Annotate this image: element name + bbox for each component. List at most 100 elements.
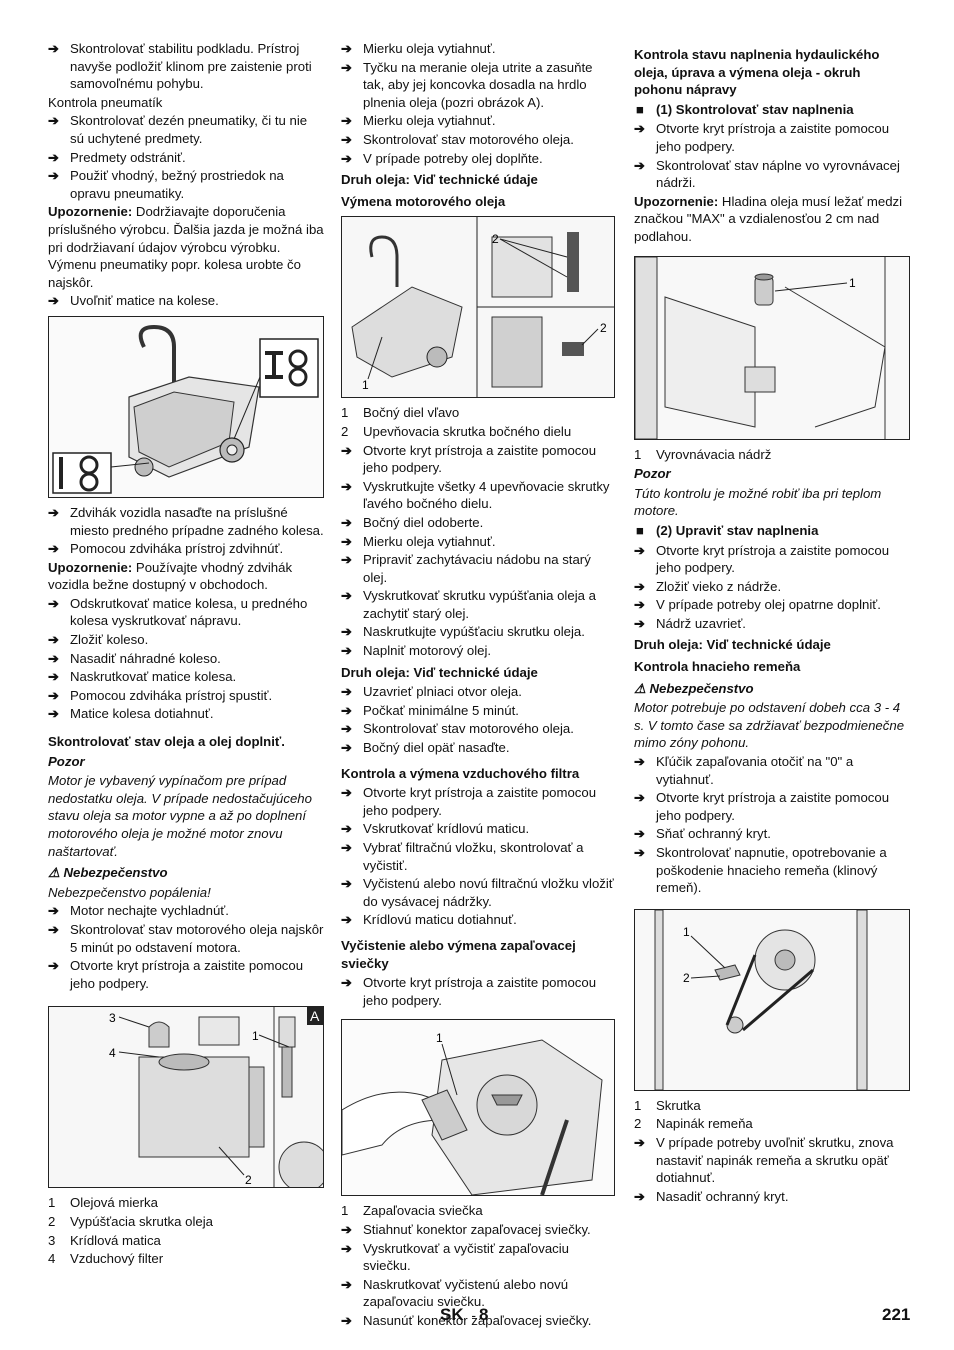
step: ➔Mierku oleja vytiahnuť. bbox=[341, 533, 496, 549]
step: ➔V prípade potreby uvoľniť skrutku, znov… bbox=[634, 1134, 894, 1186]
step: ➔Krídlovú maticu dotiahnuť. bbox=[341, 912, 517, 928]
square-bullet-icon: ■ bbox=[636, 522, 644, 538]
step: ➔Predmety odstrániť. bbox=[48, 149, 186, 165]
section-page-number: 8 bbox=[479, 1305, 489, 1324]
step: ➔Tyčku na meranie oleja utrite a zasuňte… bbox=[341, 59, 593, 110]
column-2: ➔Mierku oleja vytiahnuť. ➔Tyčku na meran… bbox=[341, 40, 615, 1331]
figure-label: 1 bbox=[252, 1029, 259, 1043]
step: ➔Uzavrieť plniaci otvor oleja. bbox=[341, 684, 522, 700]
step: ➔Otvorte kryt prístroja a zaistite pomoc… bbox=[341, 442, 597, 476]
caution-label: Pozor bbox=[634, 466, 671, 482]
step: ➔Odskrutkovať matice kolesa, u predného … bbox=[48, 595, 308, 629]
step: ➔Skontrolovať stabilitu podkladu. Prístr… bbox=[48, 41, 312, 92]
page-number: 221 bbox=[882, 1305, 911, 1324]
step: ➔Skontrolovať napnutie, opotrebovanie a … bbox=[634, 845, 887, 896]
figure-label: 2 bbox=[683, 971, 690, 985]
step: ➔Použiť vhodný, bežný prostriedok na opr… bbox=[48, 168, 284, 201]
figure-label: 3 bbox=[109, 1011, 116, 1025]
step: ➔Matice kolesa dotiahnuť. bbox=[48, 706, 214, 722]
step: ➔Vyskrutkovať skrutku vypúšťania oleja a… bbox=[341, 588, 596, 621]
danger-label: ⚠ Nebezpečenstvo bbox=[48, 865, 168, 881]
subheading: ■(1) Skontrolovať stav naplnenia bbox=[636, 101, 854, 117]
paragraph: Kontrola pneumatík bbox=[48, 94, 163, 110]
step: ➔Vyskrutkujte všetky 4 upevňovacie skrut… bbox=[341, 478, 610, 512]
step: ➔Mierku oleja vytiahnuť. bbox=[341, 41, 496, 56]
step: ➔Kľúčik zapaľovania otočiť na "0" a vyti… bbox=[634, 754, 854, 787]
figure-label: 4 bbox=[109, 1046, 116, 1060]
step: ➔Mierku oleja vytiahnuť. bbox=[341, 113, 496, 129]
step: ➔Otvorte kryt prístroja a zaistite pomoc… bbox=[634, 542, 890, 576]
figure-label: 1 bbox=[362, 378, 369, 392]
caution-text: Túto kontrolu je možné robiť iba pri tep… bbox=[634, 485, 882, 519]
step: ➔Sňať ochranný kryt. bbox=[634, 826, 771, 842]
danger-label: ⚠ Nebezpečenstvo bbox=[634, 680, 754, 696]
note: Upozornenie: Hladina oleja musí ležať me… bbox=[634, 193, 903, 244]
figure-label: 2 bbox=[600, 321, 607, 335]
step: ➔V prípade potreby olej doplňte. bbox=[341, 150, 543, 166]
step: ➔Zložiť vieko z nádrže. bbox=[634, 578, 782, 594]
step: ➔Bočný diel opäť nasaďte. bbox=[341, 740, 510, 756]
step: ➔Otvorte kryt prístroja a zaistite pomoc… bbox=[634, 121, 890, 154]
step: ➔Motor nechajte vychladnúť. bbox=[48, 903, 229, 919]
step: ➔Otvorte kryt prístroja a zaistite pomoc… bbox=[341, 785, 597, 818]
step: ➔Naskrutkovať matice kolesa. bbox=[48, 669, 237, 685]
step: ➔Stiahnuť konektor zapaľovacej sviečky. bbox=[341, 1221, 591, 1237]
step: ➔Pripraviť zachytávaciu nádobu na starý … bbox=[341, 552, 591, 585]
subheading: ■(2) Upraviť stav naplnenia bbox=[636, 522, 819, 538]
warning-triangle-icon: ⚠ bbox=[634, 680, 646, 696]
section-heading: Výmena motorového oleja bbox=[341, 193, 506, 209]
figure-engine-oil: A 3 4 1 2 bbox=[48, 1006, 324, 1189]
step: ➔Nasadiť náhradné koleso. bbox=[48, 650, 221, 666]
step: ➔Vybrať filtračnú vložku, skontrolovať a… bbox=[341, 840, 584, 873]
step: ➔Nasunúť konektor zapaľovacej sviečky. bbox=[341, 1312, 592, 1328]
column-3: Kontrola stavu naplnenia hydaulického ol… bbox=[634, 40, 910, 1206]
caution-label: Pozor bbox=[48, 753, 85, 769]
warning-triangle-icon: ⚠ bbox=[48, 865, 60, 881]
section-heading: Kontrola hnacieho remeňa bbox=[634, 659, 801, 675]
section-heading: Skontrolovať stav oleja a olej doplniť. bbox=[48, 734, 285, 750]
note: Upozornenie: Dodržiavajte doporučenia pr… bbox=[48, 204, 324, 290]
note: Upozornenie: Používajte vhodný zdvihák v… bbox=[48, 559, 293, 593]
footer-section: SK -8 bbox=[440, 1306, 489, 1325]
figure-drive-belt: 1 2 bbox=[634, 908, 910, 1091]
step: ➔Vskrutkovať krídlovú maticu. bbox=[341, 821, 530, 837]
figure-wheel-jack bbox=[48, 315, 324, 498]
section-heading: Kontrola a výmena vzduchového filtra bbox=[341, 765, 580, 781]
step: ➔Skontrolovať stav motorového oleja. bbox=[341, 131, 574, 147]
step: ➔Skontrolovať stav náplne vo vyrovnávace… bbox=[634, 157, 900, 191]
step: ➔Zdvihák vozidla nasaďte na príslušné mi… bbox=[48, 504, 324, 538]
figure-reservoir: 1 bbox=[634, 255, 910, 440]
column-1: ➔Skontrolovať stabilitu podkladu. Prístr… bbox=[48, 40, 324, 1269]
section-heading: Kontrola stavu naplnenia hydaulického ol… bbox=[634, 47, 880, 98]
step: ➔Otvorte kryt prístroja a zaistite pomoc… bbox=[634, 790, 890, 823]
section-heading: Druh oleja: Viď technické údaje bbox=[634, 637, 831, 653]
language-code: SK bbox=[440, 1305, 464, 1324]
step: ➔V prípade potreby olej opatrne doplniť. bbox=[634, 597, 881, 613]
danger-text: Motor potrebuje po odstavení dobeh cca 3… bbox=[634, 700, 905, 751]
step: ➔Naplniť motorový olej. bbox=[341, 643, 492, 659]
step: ➔Skontrolovať stav motorového oleja. bbox=[341, 721, 574, 737]
step: ➔Uvoľniť matice na kolese. bbox=[48, 293, 219, 309]
step: ➔Naskrutkovať vyčistenú alebo novú zapaľ… bbox=[341, 1276, 569, 1310]
figure-label: 1 bbox=[683, 925, 690, 939]
section-heading: Druh oleja: Viď technické údaje bbox=[341, 664, 538, 680]
figure-label: 1 bbox=[849, 276, 856, 290]
step: ➔Nasadiť ochranný kryt. bbox=[634, 1188, 789, 1204]
figure-label: 2 bbox=[245, 1173, 252, 1187]
figure-label: 1 bbox=[436, 1031, 443, 1045]
square-bullet-icon: ■ bbox=[636, 101, 644, 117]
step: ➔Vyčistenú alebo novú filtračnú vložku v… bbox=[341, 876, 614, 909]
step: ➔Počkať minimálne 5 minút. bbox=[341, 702, 519, 718]
step: ➔Nádrž uzavrieť. bbox=[634, 615, 746, 631]
caution-text: Motor je vybavený vypínačom pre prípad n… bbox=[48, 773, 312, 859]
danger-text: Nebezpečenstvo popálenia! bbox=[48, 884, 211, 900]
step: ➔Skontrolovať dezén pneumatiky, či tu ni… bbox=[48, 113, 308, 146]
